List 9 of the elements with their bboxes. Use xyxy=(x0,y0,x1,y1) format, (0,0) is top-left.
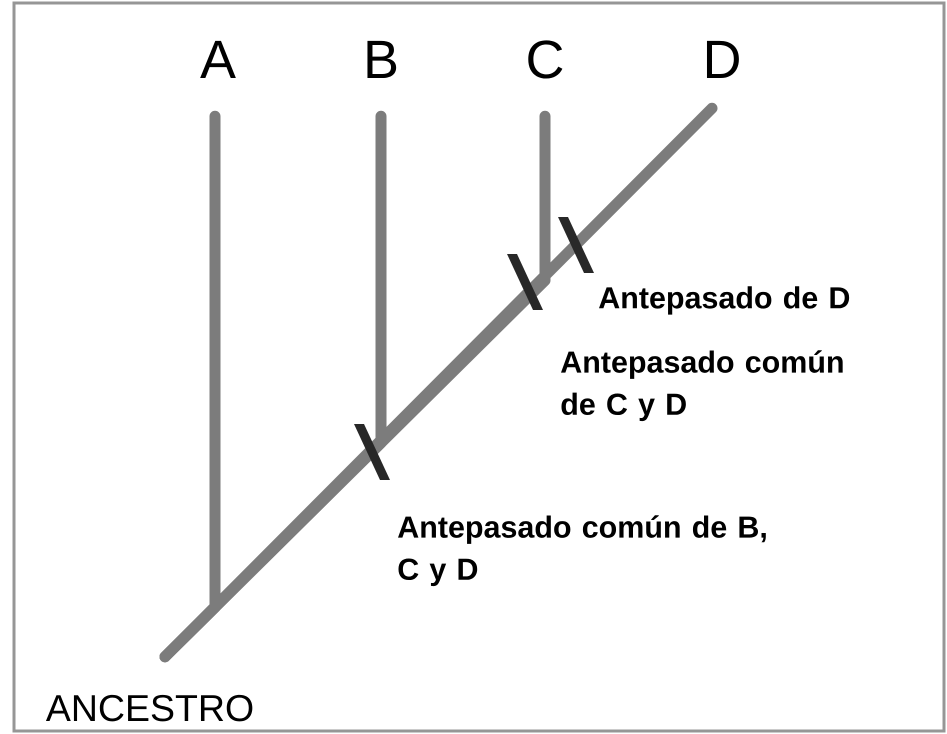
annotation: Antepasado de D xyxy=(599,286,850,315)
taxon-label: C xyxy=(528,40,562,79)
branch-line xyxy=(160,102,718,662)
ancestor-label: ANCESTRO xyxy=(46,694,252,722)
annotation: Antepasado común de C y D xyxy=(561,350,843,422)
taxon-label: D xyxy=(706,40,739,78)
taxon-label: A xyxy=(200,40,236,78)
taxon-label: B xyxy=(367,40,396,78)
annotation: Antepasado común de B, C y D xyxy=(398,515,766,586)
